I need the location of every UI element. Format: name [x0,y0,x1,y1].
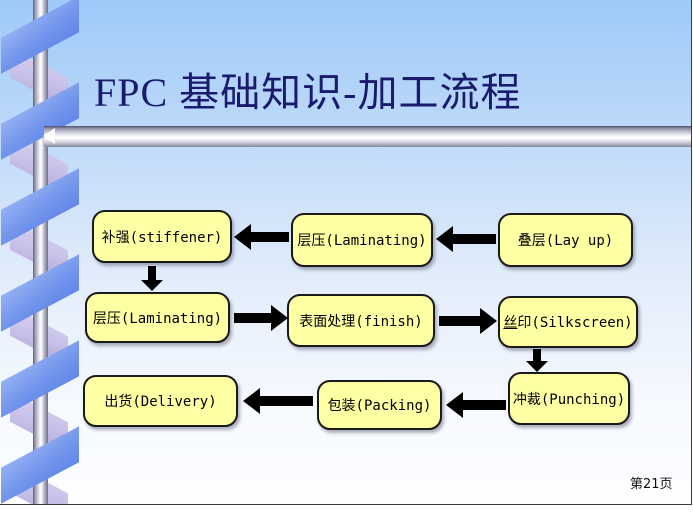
arrow-head-left [243,388,260,414]
flow-node-delivery: 出货(Delivery) [83,375,238,427]
arrow-shaft [249,232,289,242]
arrow-packing-to-delivery [243,388,314,414]
flow-node-label: 层压(Laminating) [92,310,223,327]
metal-pole [33,0,48,504]
arrow-head-left [436,226,453,252]
flow-node-silkscreen: 丝印(Silkscreen) [498,296,638,348]
flow-node-label: 层压(Laminating) [297,233,427,249]
flow-node-stiffener: 补强(stiffener) [92,210,232,263]
slide-title: FPC 基础知识-加工流程 [94,70,522,115]
flow-node-packing: 包装(Packing) [317,380,442,430]
arrow-shaft [234,313,273,323]
bar-left-notch [43,128,55,144]
arrow-shaft [258,396,313,406]
flow-node-finish: 表面处理(finish) [287,294,435,347]
arrow-layup-to-laminating1 [436,226,497,252]
arrow-shaft [148,266,156,280]
arrow-head-down [526,361,548,372]
arrow-stiffener-to-laminating2 [141,266,163,291]
arrow-head-down [141,280,163,291]
arrow-shaft [533,349,541,361]
flow-node-label: 冲裁(Punching) [512,391,626,408]
flow-node-label-underlined-part: 丝 [503,315,518,331]
arrow-head-left [234,224,251,250]
arrow-head-right [271,305,288,331]
arrow-shaft [439,316,482,326]
arrow-finish-to-silkscreen [438,308,497,334]
page-number: 第21页 [630,477,673,492]
flow-node-punching: 冲裁(Punching) [508,372,630,425]
spiral-ribbon-decoration [0,0,82,504]
flow-node-label: 丝印(Silkscreen) [503,312,632,332]
flow-node-layup: 叠层(Lay up) [498,213,633,267]
flow-node-label: 表面处理(finish) [299,313,423,330]
arrow-silkscreen-to-punching [526,349,548,372]
arrow-laminating1-to-stiffener [234,224,290,250]
flow-node-laminating-2: 层压(Laminating) [85,292,230,343]
flow-node-label: 包装(Packing) [327,398,432,414]
arrow-shaft [461,400,506,410]
flow-node-label-rest: 印(Silkscreen) [517,315,633,331]
arrow-shaft [451,234,496,244]
flow-node-label: 补强(stiffener) [101,229,223,246]
flow-node-label: 叠层(Lay up) [517,233,614,249]
flow-node-label: 出货(Delivery) [104,394,217,410]
arrow-head-right [480,308,497,334]
arrow-head-left [446,392,463,418]
title-underline-bar [43,126,691,147]
arrow-punching-to-packing [446,392,507,418]
arrow-laminating2-to-finish [233,305,288,331]
flow-node-laminating-1: 层压(Laminating) [291,213,433,267]
